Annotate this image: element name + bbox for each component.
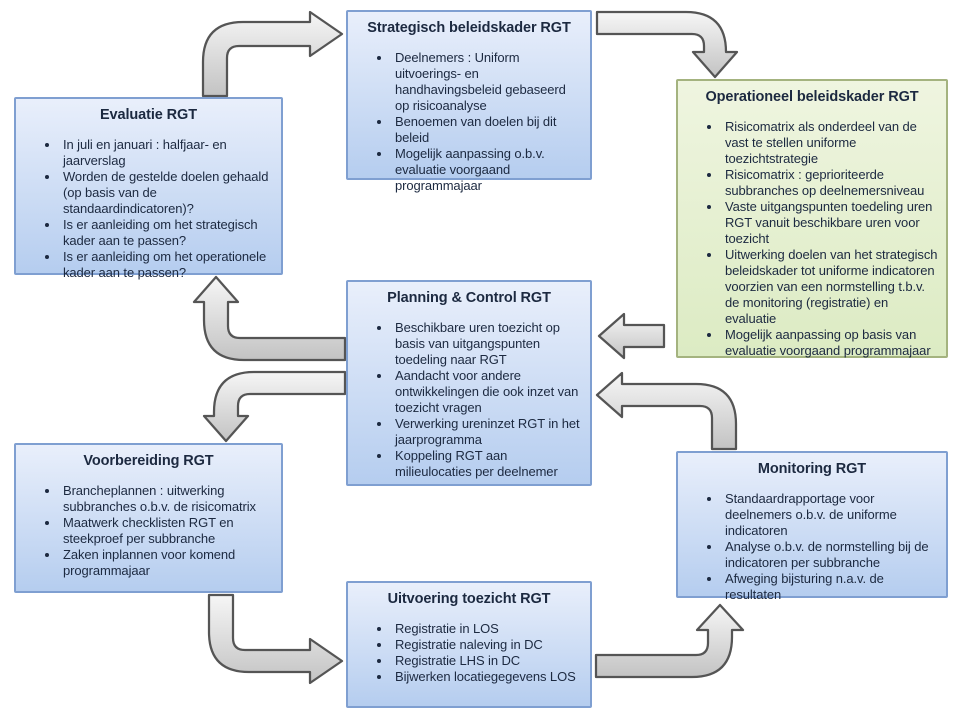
bullet-list: Deelnemers : Uniform uitvoerings- en han… <box>348 50 590 194</box>
bullet-item: Zaken inplannen voor komend programmajaa… <box>60 547 273 579</box>
bullet-item: In juli en januari : halfjaar- en jaarve… <box>60 137 273 169</box>
box-title: Planning & Control RGT <box>387 290 551 306</box>
bullet-item: Mogelijk aanpassing o.b.v. evaluatie voo… <box>392 146 582 194</box>
bullet-item: Analyse o.b.v. de normstelling bij de in… <box>722 539 938 571</box>
box-uitvoering-toezicht-rgt: Uitvoering toezicht RGT Registratie in L… <box>346 581 592 708</box>
bullet-item: Benoemen van doelen bij dit beleid <box>392 114 582 146</box>
arrow-voorbereiding-to-uitvoering <box>207 593 344 685</box>
box-title: Evaluatie RGT <box>99 107 197 123</box>
box-title: Monitoring RGT <box>757 461 867 477</box>
bullet-item: Aandacht voor andere ontwikkelingen die … <box>392 368 582 416</box>
bullet-item: Risicomatrix : geprioriteerde subbranche… <box>722 167 938 199</box>
bullet-item: Verwerking ureninzet RGT in het jaarprog… <box>392 416 582 448</box>
bullet-item: Mogelijk aanpassing op basis van evaluat… <box>722 327 938 359</box>
bullet-item: Is er aanleiding om het strategisch kade… <box>60 217 273 249</box>
arrow-monitoring-to-planning <box>595 371 738 451</box>
box-title: Voorbereiding RGT <box>83 453 214 469</box>
box-operationeel-beleidskader-rgt: Operationeel beleidskader RGT Risicomatr… <box>676 79 948 358</box>
bullet-list: Registratie in LOSRegistratie naleving i… <box>348 621 590 685</box>
bullet-item: Afweging bijsturing n.a.v. de resultaten <box>722 571 938 603</box>
bullet-item: Brancheplannen : uitwerking subbranches … <box>60 483 273 515</box>
bullet-item: Koppeling RGT aan milieulocaties per dee… <box>392 448 582 480</box>
bullet-list: Risicomatrix als onderdeel van de vast t… <box>678 119 946 359</box>
box-title: Uitvoering toezicht RGT <box>387 591 551 607</box>
arrow-strategisch-to-operationeel <box>595 10 739 79</box>
bullet-item: Standaardrapportage voor deelnemers o.b.… <box>722 491 938 539</box>
box-title: Operationeel beleidskader RGT <box>705 89 919 105</box>
box-voorbereiding-rgt: Voorbereiding RGT Brancheplannen : uitwe… <box>14 443 283 593</box>
box-monitoring-rgt: Monitoring RGT Standaardrapportage voor … <box>676 451 948 602</box>
box-evaluatie-rgt: Evaluatie RGT In juli en januari : halfj… <box>14 97 283 280</box>
arrow-operationeel-to-planning <box>597 312 666 360</box>
box-planning-control-rgt: Planning & Control RGT Beschikbare uren … <box>346 280 592 486</box>
bullet-list: Brancheplannen : uitwerking subbranches … <box>16 483 281 579</box>
bullet-item: Maatwerk checklisten RGT en steekproef p… <box>60 515 273 547</box>
arrow-planning-to-voorbereiding <box>202 370 347 443</box>
bullet-list: Standaardrapportage voor deelnemers o.b.… <box>678 491 946 603</box>
bullet-item: Beschikbare uren toezicht op basis van u… <box>392 320 582 368</box>
box-strategisch-beleidskader-rgt: Strategisch beleidskader RGT Deelnemers … <box>346 10 592 193</box>
arrow-uitvoering-to-monitoring <box>594 603 745 679</box>
bullet-item: Worden de gestelde doelen gehaald (op ba… <box>60 169 273 217</box>
bullet-item: Risicomatrix als onderdeel van de vast t… <box>722 119 938 167</box>
bullet-item: Registratie LHS in DC <box>392 653 582 669</box>
arrow-evaluatie-to-strategisch <box>201 10 344 98</box>
bullet-item: Uitwerking doelen van het strategisch be… <box>722 247 938 327</box>
bullet-item: Deelnemers : Uniform uitvoerings- en han… <box>392 50 582 114</box>
bullet-list: In juli en januari : halfjaar- en jaarve… <box>16 137 281 281</box>
bullet-item: Vaste uitgangspunten toedeling uren RGT … <box>722 199 938 247</box>
bullet-item: Registratie naleving in DC <box>392 637 582 653</box>
bullet-list: Beschikbare uren toezicht op basis van u… <box>348 320 590 480</box>
bullet-item: Is er aanleiding om het operationele kad… <box>60 249 273 281</box>
bullet-item: Bijwerken locatiegegevens LOS <box>392 669 582 685</box>
arrow-planning-to-evaluatie <box>192 275 347 362</box>
box-title: Strategisch beleidskader RGT <box>367 20 571 36</box>
bullet-item: Registratie in LOS <box>392 621 582 637</box>
